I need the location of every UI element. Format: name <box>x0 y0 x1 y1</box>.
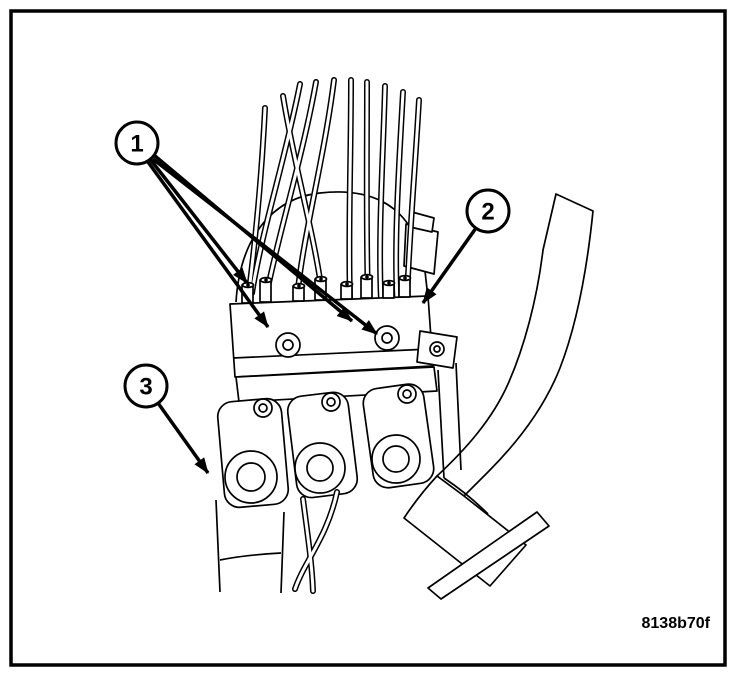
tube-fitting <box>382 279 396 299</box>
figure-code-label: 8138b70f <box>642 615 711 632</box>
callout-3: 3 <box>123 363 210 475</box>
face-port <box>275 332 301 358</box>
face-port <box>374 325 400 351</box>
callout-1-arrow <box>146 160 270 329</box>
callout-2-circle <box>465 188 511 234</box>
callout-1: 1 <box>114 120 379 336</box>
callout-2-label: 2 <box>481 199 494 226</box>
callout-3-circle <box>123 363 169 409</box>
callout-3-label: 3 <box>139 374 152 401</box>
mounting-lugs <box>216 383 435 509</box>
tube-fitting <box>259 276 273 303</box>
mounting-lug-left <box>216 397 290 509</box>
mounting-lug-middle <box>286 391 359 499</box>
mounting-lug-right <box>362 383 435 489</box>
callout-1-circle <box>114 120 160 166</box>
callout-1-arrow <box>151 157 379 336</box>
side-fitting-bolt <box>429 341 445 357</box>
mounting-bracket <box>403 193 594 600</box>
bracket-band <box>436 193 594 497</box>
artwork <box>215 80 594 600</box>
tube-fitting <box>398 274 412 298</box>
tube-fitting <box>340 280 354 300</box>
callout-2: 2 <box>421 188 511 305</box>
callout-3-arrow <box>156 401 210 475</box>
tube-fitting <box>292 282 306 302</box>
lower-brake-lines <box>295 492 337 591</box>
face-ports <box>275 325 400 358</box>
tube-fitting <box>360 273 374 299</box>
brake-lines <box>249 80 419 301</box>
lower-body <box>215 362 489 594</box>
callout-1-label: 1 <box>130 131 143 158</box>
callout-1-arrow <box>148 157 249 285</box>
fitting-block <box>229 295 458 378</box>
figure-border <box>9 9 727 667</box>
hydraulic-unit-dome <box>235 191 439 303</box>
bracket-lower-strip <box>427 511 550 600</box>
callout-2-arrow <box>421 226 478 305</box>
